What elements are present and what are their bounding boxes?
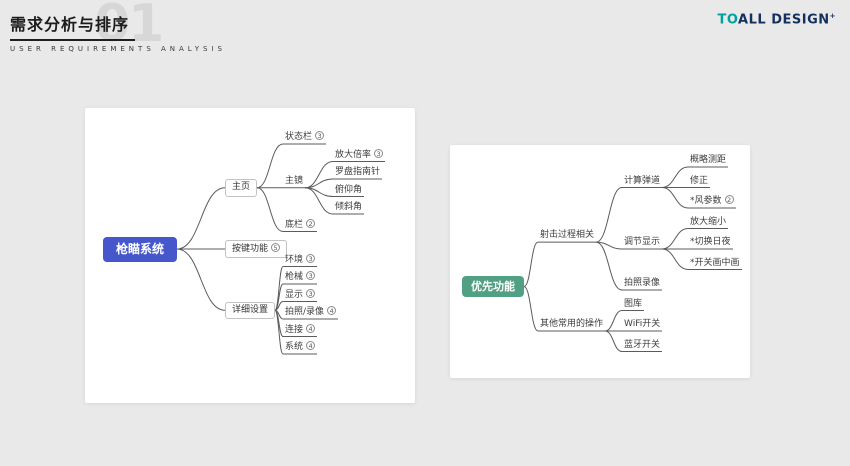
page-subtitle: USER REQUIREMENTS ANALYSIS: [10, 45, 227, 53]
mindmap-node[interactable]: 罗盘指南针: [333, 167, 382, 180]
mindmap-node-label: *切换日夜: [690, 237, 731, 247]
mindmap-node-label: 状态栏: [285, 132, 313, 142]
collapsed-count-badge[interactable]: 4: [327, 306, 337, 315]
slide-header: 01 需求分析与排序 USER REQUIREMENTS ANALYSIS: [10, 0, 227, 53]
mindmap-node-label: 枪瞄系统: [116, 241, 165, 256]
mindmap-node[interactable]: 其他常用的操作: [538, 319, 605, 332]
mindmap-node-label: 修正: [690, 175, 709, 186]
mindmap-node-label: 环境: [285, 254, 304, 265]
mindmap-node[interactable]: WiFi开关: [622, 319, 662, 332]
mindmap-node-label: 底栏: [285, 219, 304, 230]
mindmap-node[interactable]: 概略测距: [688, 155, 728, 168]
collapsed-count-badge[interactable]: 5: [271, 243, 281, 252]
mindmap-node-label: 俯仰角: [335, 184, 363, 195]
mindmap-node-label: 系统: [285, 342, 304, 352]
mindmap-node[interactable]: 拍照录像: [622, 278, 662, 291]
collapsed-count-badge[interactable]: 3: [306, 288, 316, 298]
collapsed-count-badge[interactable]: 2: [724, 195, 734, 204]
mindmap-node-label: 倾斜角: [335, 202, 363, 212]
mindmap-node[interactable]: 枪瞄系统: [103, 236, 178, 262]
mindmap-node[interactable]: 俯仰角: [333, 185, 364, 198]
mindmap-node-label: 详细设置: [232, 304, 269, 315]
mindmap-node[interactable]: *开关画中画: [688, 258, 742, 271]
connector-lines: [176, 143, 385, 355]
mindmap-node-label: 计算弹道: [624, 175, 661, 186]
mindmap-node[interactable]: 调节显示: [622, 237, 662, 250]
mindmap-node-label: 主镜: [285, 175, 304, 186]
mindmap-node-label: 调节显示: [624, 237, 661, 247]
mindmap-node-label: 蓝牙开关: [624, 339, 661, 350]
mindmap-node[interactable]: 优先功能: [462, 275, 524, 298]
mindmap-node[interactable]: 蓝牙开关: [622, 340, 662, 353]
mindmap-node-label: 其他常用的操作: [540, 319, 604, 329]
mindmap-node[interactable]: 放大缩小: [688, 217, 728, 230]
mindmap-node[interactable]: 计算弹道: [622, 176, 662, 189]
mindmap-node-label: *风参数: [690, 196, 722, 206]
mindmap-node-label: 按键功能: [232, 244, 269, 254]
mindmap-node[interactable]: 主镜: [283, 176, 305, 189]
mindmap-node-label: 射击过程相关: [540, 230, 595, 241]
collapsed-count-badge[interactable]: 2: [306, 218, 316, 228]
mindmap-node-label: 罗盘指南针: [335, 167, 381, 177]
mindmap-node-label: 连接: [285, 324, 304, 335]
mindmap-node[interactable]: 倾斜角: [333, 202, 364, 215]
mindmap-node-label: 主页: [232, 182, 251, 193]
mindmap-node[interactable]: 主页: [225, 179, 258, 197]
mindmap-node-label: *开关画中画: [690, 257, 740, 268]
collapsed-count-badge[interactable]: 4: [306, 341, 316, 350]
mindmap-node[interactable]: *切换日夜: [688, 237, 733, 250]
mindmap-node[interactable]: 详细设置: [225, 301, 276, 319]
page-title: 需求分析与排序: [10, 8, 136, 41]
collapsed-count-badge[interactable]: 3: [306, 253, 316, 263]
mindmap-node-label: 图库: [624, 298, 643, 309]
mindmap-node-label: 拍照录像: [624, 278, 661, 288]
mindmap-node[interactable]: 修正: [688, 176, 710, 189]
section-number-watermark: 01: [94, 0, 164, 54]
mindmap-node-label: 放大缩小: [690, 216, 727, 227]
brand-logo-prefix: TO: [717, 12, 739, 28]
brand-logo: TOALL DESIGN+: [717, 12, 836, 27]
collapsed-count-badge[interactable]: 3: [374, 148, 384, 158]
collapsed-count-badge[interactable]: 3: [306, 271, 316, 280]
mindmap-node[interactable]: 图库: [622, 299, 644, 312]
mindmap-node-label: 拍照/录像: [285, 307, 325, 317]
brand-logo-superscript: +: [829, 12, 836, 20]
collapsed-count-badge[interactable]: 4: [306, 323, 316, 333]
mindmap-node[interactable]: 射击过程相关: [538, 230, 596, 243]
mindmap-node-label: 概略测距: [690, 155, 727, 165]
collapsed-count-badge[interactable]: 3: [315, 131, 325, 140]
connector-lines: [523, 166, 742, 352]
brand-logo-rest: ALL DESIGN: [738, 12, 830, 28]
mindmap-node-label: 优先功能: [471, 279, 515, 293]
mindmap-node-label: WiFi开关: [624, 319, 661, 329]
mindmap-node-label: 显示: [285, 289, 304, 300]
mindmap-node-label: 枪械: [285, 272, 304, 282]
mindmap-node-label: 放大倍率: [335, 149, 372, 160]
